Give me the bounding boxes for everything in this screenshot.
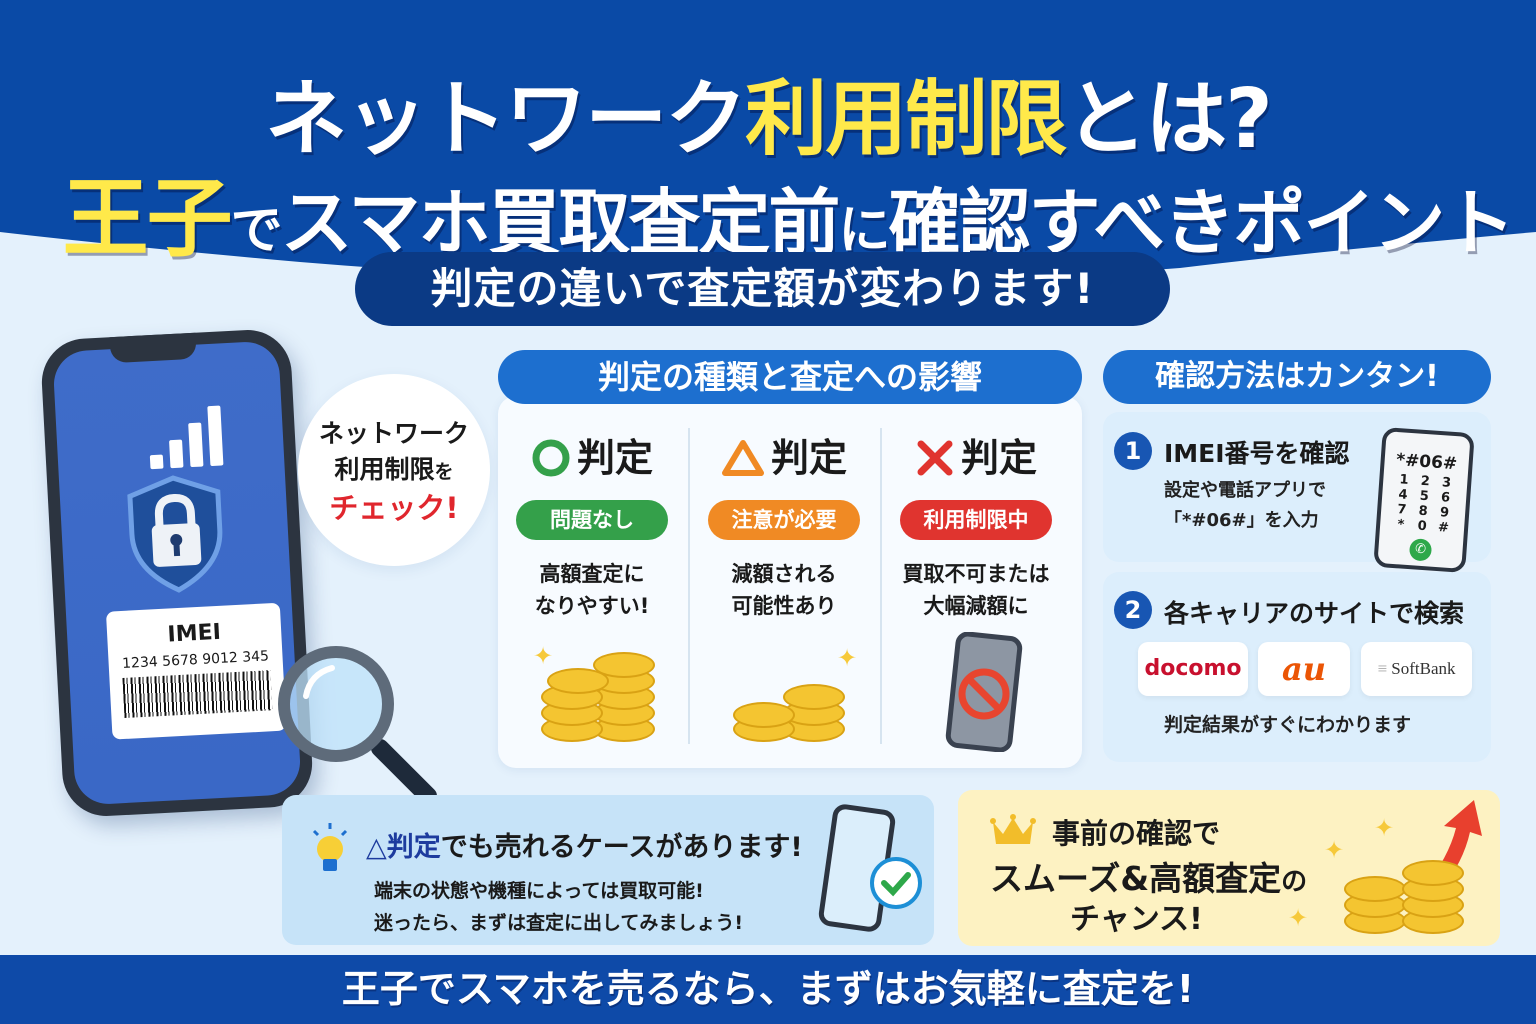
title-particle: で xyxy=(230,201,283,261)
judgement-column-caution: 判定 注意が必要 減額される可能性あり ✦ xyxy=(689,420,879,750)
bubble-text: ネットワーク xyxy=(318,419,469,448)
sparkle-icon: ✦ xyxy=(837,644,858,672)
check-bubble: ネットワーク 利用制限を チェック! xyxy=(298,374,490,566)
tip-description: 端末の状態や機種によっては買取可能! 迷ったら、まずは査定に出してみましょう! xyxy=(374,875,743,939)
call-button-icon: ✆ xyxy=(1408,538,1433,562)
step-desc-line: 「*#06#」を入力 xyxy=(1164,510,1319,531)
result-note: 判定結果がすぐにわかります xyxy=(1164,714,1412,736)
tip-heading-text: でも売れるケースがあります! xyxy=(440,832,803,863)
tip-line: 端末の状態や機種によっては買取可能! xyxy=(374,880,704,902)
sparkle-icon: ✦ xyxy=(1324,836,1345,864)
judgement-desc: 可能性あり xyxy=(731,594,837,618)
step-1-heading: IMEI番号を確認 xyxy=(1164,439,1350,468)
title-text: ネットワーク xyxy=(265,72,747,167)
imei-title: IMEI xyxy=(166,619,222,648)
sparkle-icon: ✦ xyxy=(1288,904,1309,932)
coin-stack-small-icon: ✦ xyxy=(731,642,861,742)
imei-label-card: IMEI 1234 5678 9012 345 xyxy=(105,602,287,740)
judgement-label: 判定 xyxy=(770,436,847,480)
judgement-desc: 減額される xyxy=(731,562,837,586)
status-badge-caution: 注意が必要 xyxy=(708,500,860,540)
carrier-logo-softbank[interactable]: ≡ SoftBank xyxy=(1361,642,1472,696)
title-particle: に xyxy=(838,201,890,261)
cross-ng-icon xyxy=(917,440,953,476)
chance-line-2: スムーズ&高額査定の xyxy=(990,852,1307,900)
column-divider xyxy=(688,428,690,744)
location-highlight: 王子 xyxy=(62,169,233,269)
signal-bars-icon xyxy=(147,405,230,470)
step-1-description: 設定や電話アプリで 「*#06#」を入力 xyxy=(1164,476,1326,536)
judgement-column-ng: 判定 利用制限中 買取不可または大幅減額に xyxy=(881,420,1071,752)
judgement-label: 判定 xyxy=(576,436,653,480)
chance-card: 事前の確認で スムーズ&高額査定の チャンス! ✦ ✦ ✦ xyxy=(958,790,1500,946)
sparkle-icon: ✦ xyxy=(1374,814,1395,842)
footer-banner: 王子でスマホを売るなら、まずはお気軽に査定を! xyxy=(0,955,1536,1024)
chance-line-1: 事前の確認で xyxy=(1052,817,1221,850)
imei-number: 1234 5678 9012 345 xyxy=(121,648,270,672)
coin-stack-large-icon: ✦ xyxy=(533,642,663,742)
bubble-text: 利用制限 xyxy=(334,455,435,484)
step-2-heading: 各キャリアのサイトで検索 xyxy=(1164,599,1465,628)
title-line-1: ネットワーク利用制限とは? xyxy=(0,52,1536,171)
header-banner xyxy=(0,0,1536,330)
chance-text: スムーズ&高額査定 xyxy=(990,859,1282,898)
coins-arrow-icon: ✦ ✦ ✦ xyxy=(1288,800,1488,940)
chance-line-3: チャンス! xyxy=(1070,902,1203,937)
lightbulb-icon xyxy=(312,823,348,871)
blocked-phone-icon xyxy=(945,632,1023,752)
status-badge-ok: 問題なし xyxy=(516,500,668,540)
carrier-logo-au[interactable]: au xyxy=(1258,642,1350,696)
judgement-desc: 高額査定に xyxy=(539,562,645,586)
phone-notch xyxy=(109,332,197,364)
barcode-icon xyxy=(122,670,273,718)
phone-check-icon xyxy=(818,804,922,932)
carrier-name: SoftBank xyxy=(1391,659,1456,678)
sparkle-icon: ✦ xyxy=(533,642,554,670)
column-divider xyxy=(880,428,882,744)
phone-illustration: IMEI 1234 5678 9012 345 xyxy=(39,327,315,819)
circle-ok-icon xyxy=(532,439,570,477)
triangle-caution-icon xyxy=(721,440,764,476)
crown-icon xyxy=(990,814,1036,844)
shield-lock-icon xyxy=(127,475,223,593)
judgement-column-ok: 判定 問題なし 高額査定になりやすい! ✦ xyxy=(497,420,687,750)
step-number-badge: 1 xyxy=(1114,432,1152,470)
title-text: スマホ買取査定前 xyxy=(280,181,841,265)
title-line-2: 王子でスマホ買取査定前に確認すべきポイント xyxy=(0,148,1536,273)
chance-particle: の xyxy=(1281,867,1308,897)
judgement-section-title: 判定の種類と査定への影響 xyxy=(498,350,1082,404)
judgement-desc: 大幅減額に xyxy=(923,594,1029,618)
status-badge-ng: 利用制限中 xyxy=(900,500,1052,540)
magnifier-icon xyxy=(278,646,437,805)
title-text: 確認すべきポイント xyxy=(888,181,1515,265)
header-wave-background xyxy=(0,0,1536,283)
bubble-particle: を xyxy=(434,461,454,483)
softbank-bars-icon: ≡ xyxy=(1377,659,1392,678)
tip-heading: △判定でも売れるケースがあります! xyxy=(366,825,803,864)
check-method-title: 確認方法はカンタン! xyxy=(1103,350,1491,404)
tip-line: 迷ったら、まずは査定に出してみましょう! xyxy=(374,912,744,934)
judgement-desc: 買取不可または xyxy=(902,562,1050,586)
title-text: とは? xyxy=(1065,72,1273,167)
subtitle-pill: 判定の違いで査定額が変わります! xyxy=(355,252,1170,326)
tip-card: △判定でも売れるケースがあります! 端末の状態や機種によっては買取可能! 迷った… xyxy=(282,795,934,945)
tip-highlight: △判定 xyxy=(366,832,441,863)
bubble-callout: チェック! xyxy=(329,491,459,525)
title-highlight: 利用制限 xyxy=(745,72,1067,167)
judgement-desc: なりやすい! xyxy=(534,594,650,618)
judgement-label: 判定 xyxy=(960,436,1037,480)
step-number-badge: 2 xyxy=(1114,591,1152,629)
step-desc-line: 設定や電話アプリで xyxy=(1164,480,1326,501)
carrier-logo-docomo[interactable]: docomo xyxy=(1138,642,1248,696)
phone-screen: IMEI 1234 5678 9012 345 xyxy=(52,340,302,806)
